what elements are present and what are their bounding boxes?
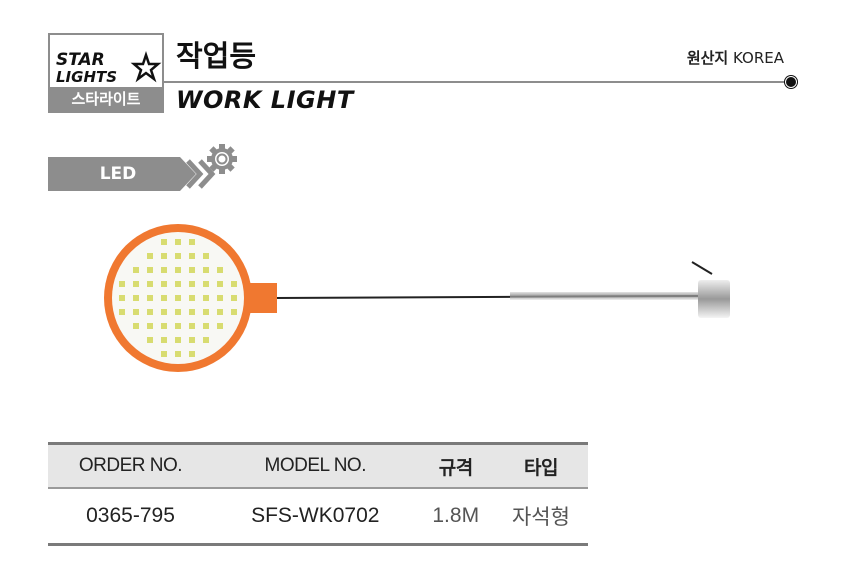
led-chip — [147, 337, 153, 343]
led-banner — [48, 157, 216, 191]
led-chip — [147, 253, 153, 259]
led-chip — [119, 295, 125, 301]
led-chip — [203, 337, 209, 343]
led-chip — [203, 253, 209, 259]
led-chip — [217, 281, 223, 287]
led-chip — [133, 309, 139, 315]
led-chip — [231, 281, 237, 287]
led-chip — [147, 267, 153, 273]
led-chip — [231, 309, 237, 315]
led-chip — [161, 295, 167, 301]
cell-order-no: 0365-795 — [48, 488, 213, 546]
led-chip — [161, 239, 167, 245]
led-chip — [161, 351, 167, 357]
led-chip — [175, 323, 181, 329]
led-chip — [203, 323, 209, 329]
led-chip — [161, 267, 167, 273]
origin-value: KOREA — [733, 49, 784, 67]
led-label: LED — [99, 164, 137, 184]
brand-subtitle: 스타라이트 — [50, 87, 162, 111]
led-chip — [133, 295, 139, 301]
table-row: 0365-795 SFS-WK0702 1.8M 자석형 — [48, 488, 588, 546]
led-chip — [161, 253, 167, 259]
led-chip — [175, 253, 181, 259]
product-title-kr: 작업등 — [176, 39, 257, 73]
led-chip — [189, 239, 195, 245]
led-chip — [161, 281, 167, 287]
led-chip — [189, 351, 195, 357]
led-chip — [175, 309, 181, 315]
led-chip — [147, 281, 153, 287]
led-chip — [147, 309, 153, 315]
origin-info: 원산지 KOREA — [687, 47, 784, 68]
star-lights-logo: STAR LIGHTS — [56, 50, 162, 85]
led-chip — [189, 281, 195, 287]
cell-type: 자석형 — [493, 488, 588, 546]
led-chip — [231, 295, 237, 301]
led-chip — [175, 239, 181, 245]
header-divider — [164, 81, 790, 83]
led-chip — [189, 295, 195, 301]
led-chip — [203, 281, 209, 287]
col-order-no: ORDER NO. — [48, 442, 213, 489]
led-chip — [175, 351, 181, 357]
led-chip — [161, 323, 167, 329]
led-chip — [119, 309, 125, 315]
spec-table: ORDER NO. MODEL NO. 규격 타입 0365-795 SFS-W… — [48, 442, 588, 546]
led-chip — [161, 337, 167, 343]
led-chip — [217, 323, 223, 329]
svg-text:LIGHTS: LIGHTS — [56, 68, 117, 85]
led-chip — [147, 323, 153, 329]
col-type: 타입 — [493, 442, 588, 489]
col-model-no: MODEL NO. — [213, 442, 418, 489]
work-light-image — [104, 224, 730, 372]
led-chip — [133, 281, 139, 287]
gear-icon — [207, 144, 237, 174]
col-spec: 규격 — [417, 442, 494, 489]
led-chip — [175, 267, 181, 273]
led-chip — [203, 267, 209, 273]
led-chip — [175, 337, 181, 343]
led-chip — [189, 267, 195, 273]
led-chip — [217, 309, 223, 315]
table-header-row: ORDER NO. MODEL NO. 규격 타입 — [48, 442, 588, 489]
led-chip — [147, 295, 153, 301]
led-chip — [203, 309, 209, 315]
brand-logo: STAR LIGHTS 스타라이트 — [48, 33, 164, 113]
led-chip — [189, 323, 195, 329]
led-chip — [133, 323, 139, 329]
led-chip — [189, 337, 195, 343]
led-chip — [189, 253, 195, 259]
led-chip — [217, 295, 223, 301]
cell-model-no: SFS-WK0702 — [213, 488, 418, 546]
cell-spec: 1.8M — [417, 488, 494, 546]
led-chip — [175, 295, 181, 301]
led-chip — [203, 295, 209, 301]
led-chip — [175, 281, 181, 287]
led-chip — [133, 267, 139, 273]
divider-end-dot — [785, 76, 797, 88]
svg-text:STAR: STAR — [56, 50, 105, 70]
origin-label: 원산지 — [686, 49, 729, 67]
led-chip — [217, 267, 223, 273]
led-chip — [119, 281, 125, 287]
product-title-en: WORK LIGHT — [176, 86, 354, 114]
led-chip — [161, 309, 167, 315]
led-chip — [189, 309, 195, 315]
